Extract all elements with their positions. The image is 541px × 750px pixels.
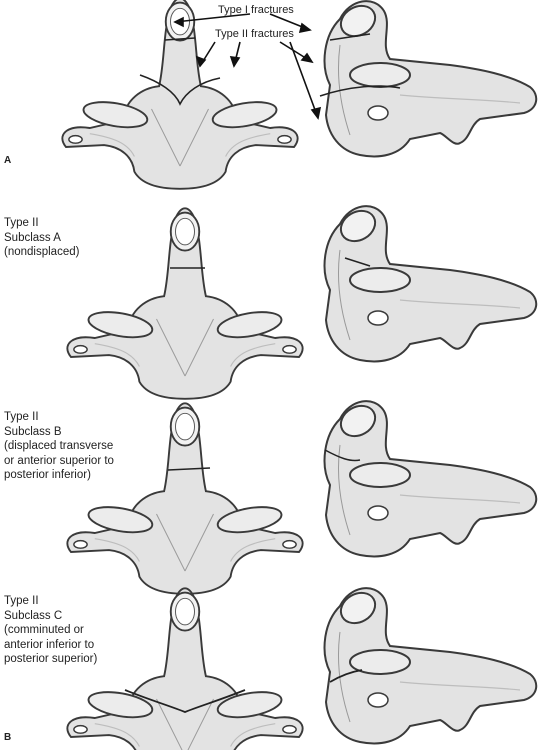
- type2-callout: Type II fractures: [215, 28, 294, 40]
- panel-letter-b: B: [4, 732, 12, 743]
- row-label-subclass-b: Type II Subclass B (displaced transverse…: [4, 411, 114, 481]
- side-view-panel-a: [319, 0, 538, 158]
- side-view-subclass-a: [323, 203, 538, 363]
- type1-callout: Type I fractures: [218, 4, 294, 16]
- row-label-subclass-c: Type II Subclass C (comminuted or anteri…: [4, 595, 98, 665]
- front-view-subclass-a: [66, 207, 304, 400]
- front-view-subclass-b: [66, 402, 304, 595]
- panel-letter-a: A: [4, 155, 12, 166]
- side-view-subclass-b: [323, 398, 538, 558]
- row-label-subclass-a: Type II Subclass A (nondisplaced): [4, 217, 80, 258]
- side-view-subclass-c: [323, 585, 538, 745]
- pointer-arrows: [173, 13, 322, 120]
- front-view-panel-a: [61, 0, 299, 190]
- front-view-subclass-c: [66, 587, 304, 750]
